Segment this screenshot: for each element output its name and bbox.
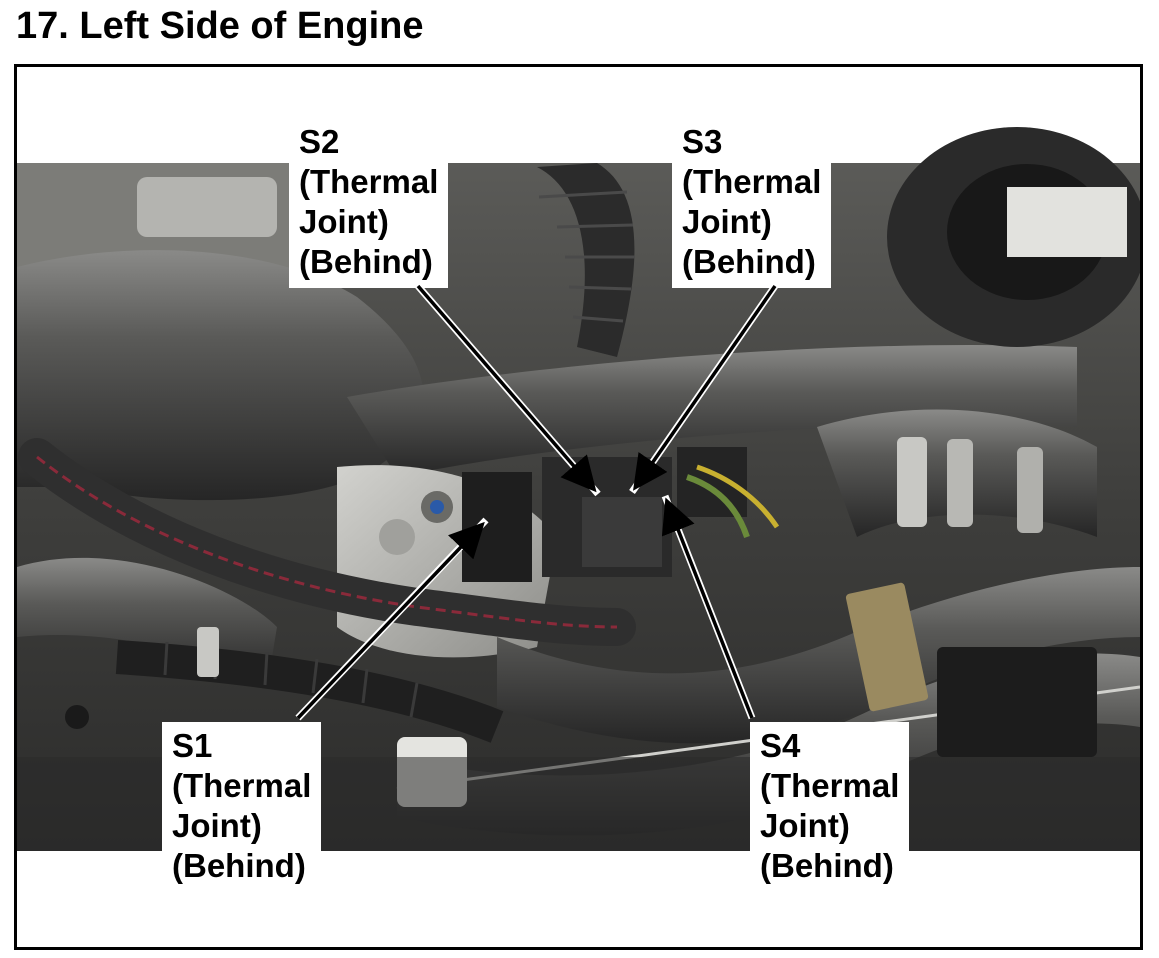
callout-s2: S2 (Thermal Joint) (Behind) [289,118,449,288]
callout-s3-line1: (Thermal [682,163,822,200]
callout-s4-line2: Joint) [760,807,850,844]
callout-s4: S4 (Thermal Joint) (Behind) [750,722,910,892]
callout-s2-line2: Joint) [299,203,389,240]
callout-s2-line1: (Thermal [299,163,439,200]
callout-s3-line3: (Behind) [682,243,816,280]
callout-s1-line2: Joint) [172,807,262,844]
callout-s1-id: S1 [172,727,213,764]
callout-s3-line2: Joint) [682,203,772,240]
callout-s4-line3: (Behind) [760,847,894,884]
callout-s1: S1 (Thermal Joint) (Behind) [162,722,322,892]
callout-s2-line3: (Behind) [299,243,433,280]
engine-photo [17,67,1140,947]
callout-s4-id: S4 [760,727,801,764]
callout-s3: S3 (Thermal Joint) (Behind) [672,118,832,288]
callout-s4-line1: (Thermal [760,767,900,804]
callout-s2-id: S2 [299,123,340,160]
figure-frame [14,64,1143,950]
callout-s1-line1: (Thermal [172,767,312,804]
callout-s3-id: S3 [682,123,723,160]
callout-s1-line3: (Behind) [172,847,306,884]
page-title: 17. Left Side of Engine [16,5,424,47]
